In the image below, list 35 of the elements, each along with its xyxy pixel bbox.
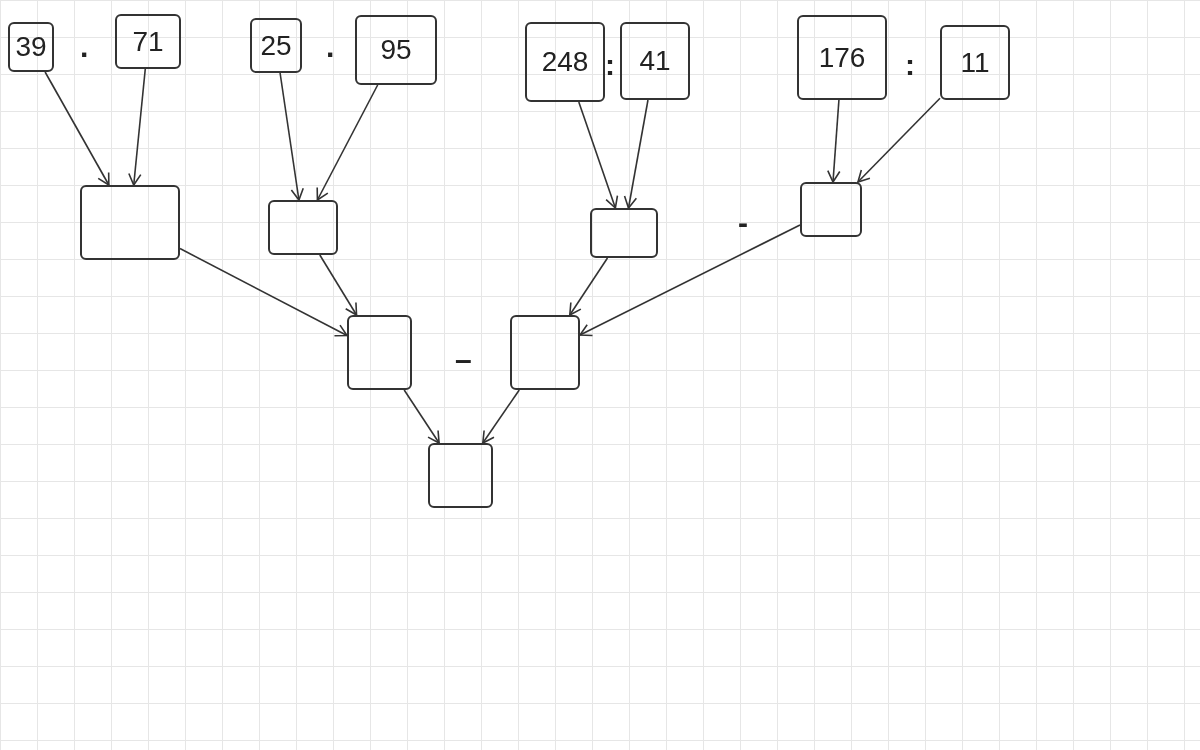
arrow bbox=[319, 254, 358, 316]
number-box: 41 bbox=[620, 22, 690, 100]
empty-box bbox=[347, 315, 412, 390]
arrow bbox=[316, 84, 379, 201]
arrow bbox=[179, 247, 348, 337]
operator-sign: : bbox=[905, 50, 915, 80]
arrow bbox=[578, 101, 619, 209]
arrow bbox=[44, 71, 110, 186]
empty-box bbox=[80, 185, 180, 260]
empty-box bbox=[510, 315, 580, 390]
empty-box bbox=[428, 443, 493, 508]
arrow bbox=[569, 257, 609, 316]
arrow bbox=[128, 68, 147, 186]
arrow bbox=[579, 224, 801, 337]
empty-box bbox=[800, 182, 862, 237]
operator-sign: - bbox=[738, 208, 748, 238]
arrow bbox=[623, 99, 649, 209]
number-box: 11 bbox=[940, 25, 1010, 100]
arrow bbox=[857, 97, 941, 183]
empty-box bbox=[268, 200, 338, 255]
operator-sign: · bbox=[326, 40, 336, 70]
arrow bbox=[403, 389, 440, 444]
arrow bbox=[482, 389, 521, 444]
arrow bbox=[827, 99, 841, 183]
operator-sign: – bbox=[455, 345, 472, 375]
empty-box bbox=[590, 208, 658, 258]
number-box: 248 bbox=[525, 22, 605, 102]
number-box: 95 bbox=[355, 15, 437, 85]
operator-sign: · bbox=[80, 40, 90, 70]
number-box: 39 bbox=[8, 22, 54, 72]
number-box: 71 bbox=[115, 14, 181, 69]
number-box: 176 bbox=[797, 15, 887, 100]
number-box: 25 bbox=[250, 18, 302, 73]
arrow bbox=[279, 72, 305, 201]
operator-sign: : bbox=[605, 50, 615, 80]
